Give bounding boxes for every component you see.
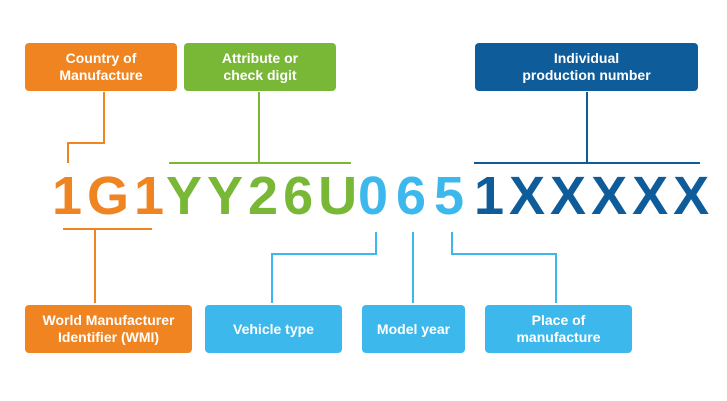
vin-place: 5	[434, 166, 470, 226]
attribute-check-digit-box: Attribute or check digit	[184, 43, 336, 91]
wmi-box: World Manufacturer Identifier (WMI)	[25, 305, 192, 353]
country-of-manufacture-label: Country of Manufacture	[59, 50, 143, 83]
vehicle-type-label: Vehicle type	[233, 320, 314, 337]
connector-country	[67, 92, 105, 163]
connector-attribute	[169, 92, 351, 164]
wmi-label: World Manufacturer Identifier (WMI)	[42, 312, 175, 345]
vehicle-type-box: Vehicle type	[205, 305, 342, 353]
vin-attribute: YY26U	[166, 166, 363, 226]
model-year-box: Model year	[362, 305, 465, 353]
country-of-manufacture-box: Country of Manufacture	[25, 43, 177, 91]
connector-production	[474, 92, 700, 164]
vin-wmi: 1G1	[52, 166, 170, 226]
production-number-label: Individual production number	[522, 50, 651, 83]
vin-model-year: 6	[396, 166, 432, 226]
vin-production: 1XXXXX	[474, 166, 715, 226]
place-of-manufacture-box: Place of manufacture	[485, 305, 632, 353]
production-number-box: Individual production number	[475, 43, 698, 91]
connector-vehicle-type	[271, 232, 377, 303]
connector-place	[451, 232, 557, 303]
connector-wmi	[63, 228, 152, 303]
place-of-manufacture-label: Place of manufacture	[516, 312, 601, 345]
model-year-label: Model year	[376, 320, 451, 337]
vin-vehicle-type: 0	[358, 166, 394, 226]
attribute-check-digit-label: Attribute or check digit	[221, 50, 299, 83]
